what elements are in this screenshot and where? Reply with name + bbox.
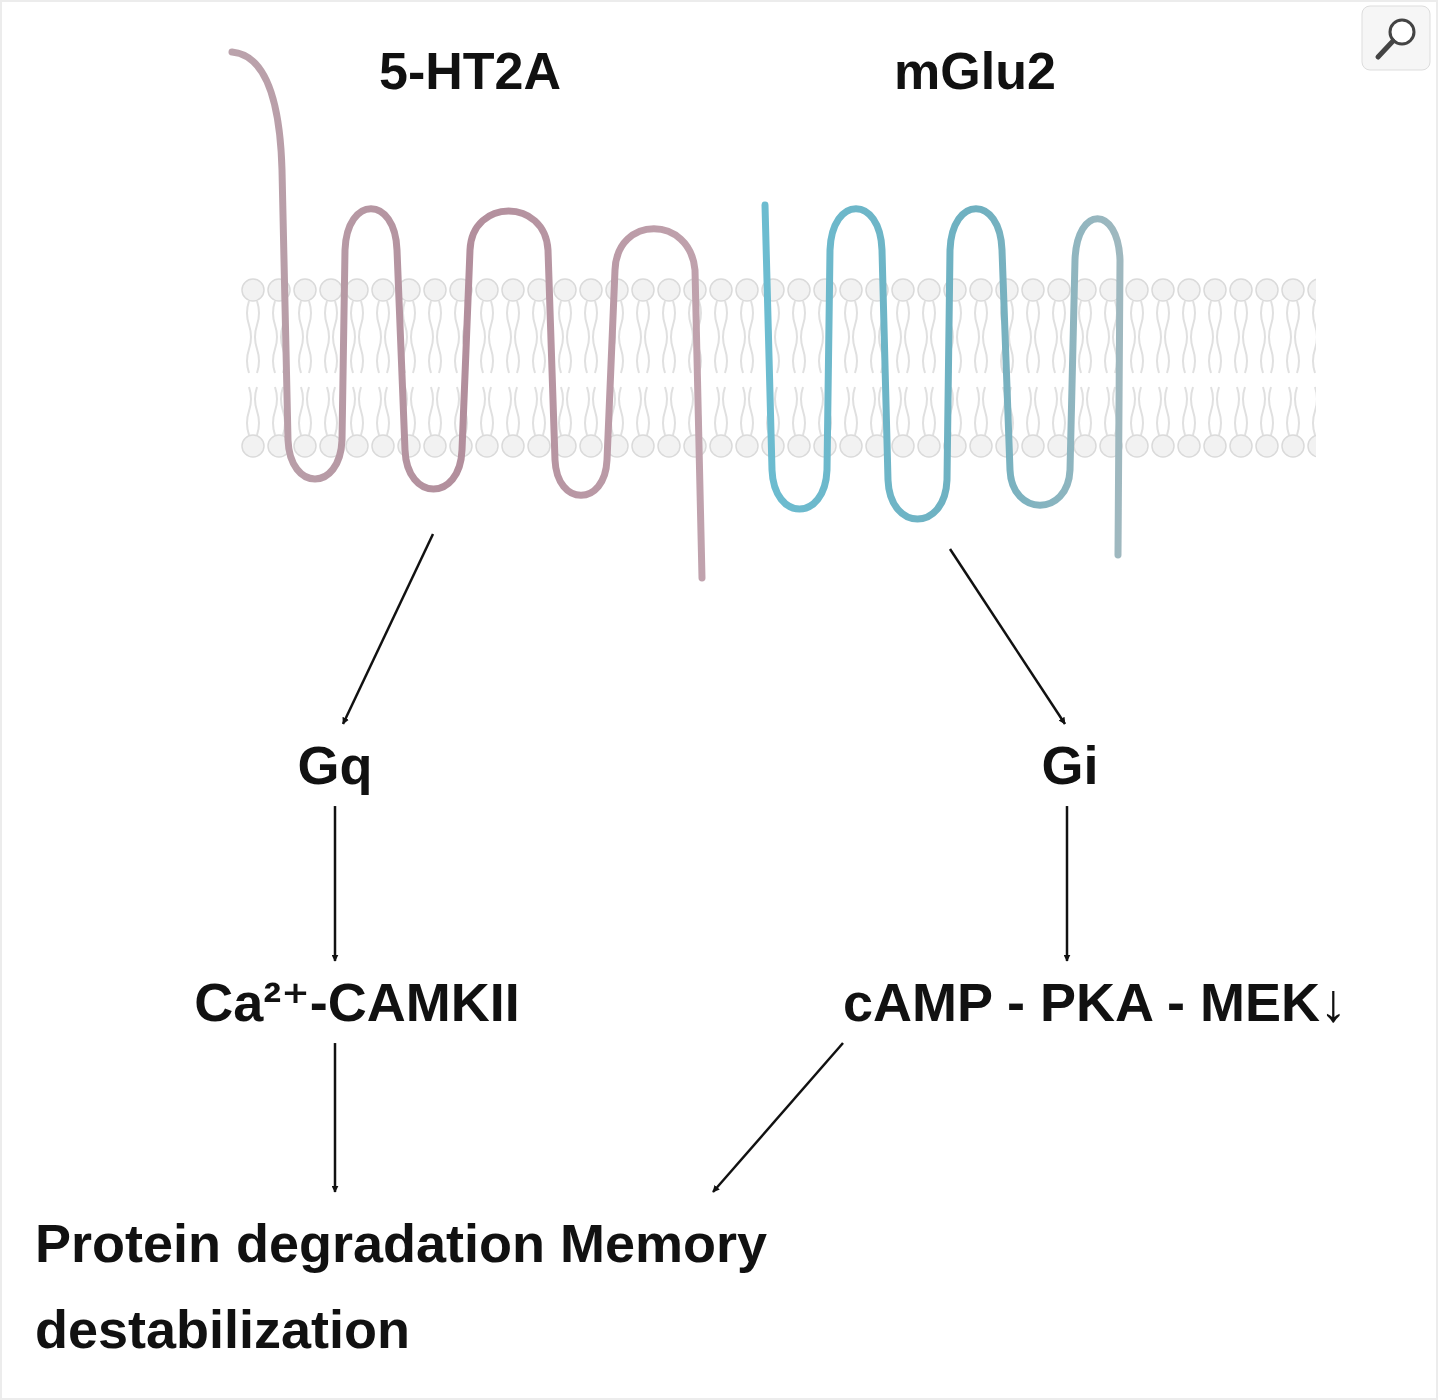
signal-cascade: cAMP - PKA - MEK↓ [835,965,1355,1039]
node-label: Gq [298,734,373,796]
node-label: Gi [1041,734,1098,796]
receptor-mglu2-strand [765,205,1120,555]
receptor-mglu2: mGlu2 [740,40,1210,545]
outcome-box: Protein degradation Memory destabilizati… [35,1196,825,1377]
signal-arrow [334,1043,337,1192]
signal-arrow [950,549,1065,724]
zoom-icon [1362,6,1430,70]
node-label: Protein degradation Memory destabilizati… [35,1200,825,1373]
signal-cascade: Ca²⁺-CAMKII [186,965,527,1039]
signal-arrow [343,534,433,724]
signal-arrow [334,806,337,961]
signal-arrow [1066,806,1069,961]
node-label: cAMP - PKA - MEK↓ [843,971,1347,1033]
receptor-5ht2a-strand [232,52,702,578]
g-protein: Gq [290,728,381,802]
node-label: 5-HT2A [220,40,720,102]
node-label: mGlu2 [740,40,1210,102]
node-label: Ca²⁺-CAMKII [194,971,519,1033]
signal-arrow [713,1043,843,1192]
g-protein: Gi [1033,728,1106,802]
receptor-5ht2a: 5-HT2A [220,40,720,530]
